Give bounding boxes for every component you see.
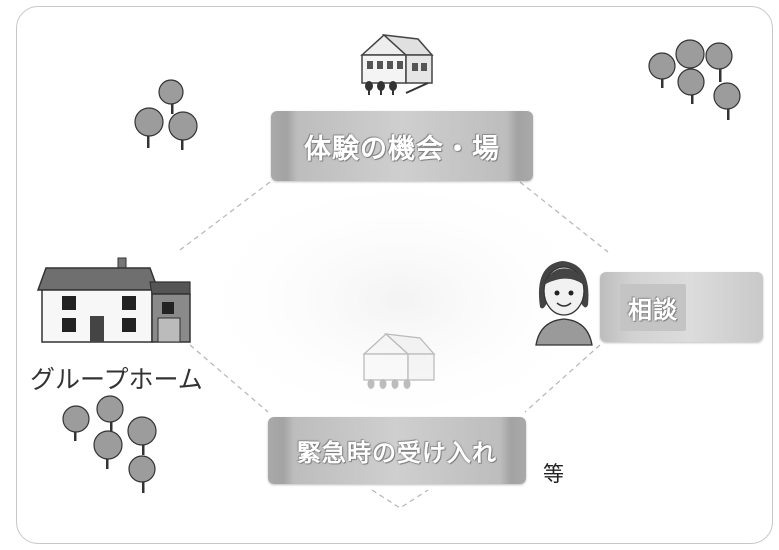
- tree-cluster-icon: [134, 79, 198, 150]
- group-home-house-icon: [36, 257, 191, 343]
- tree-cluster-icon: [62, 395, 157, 493]
- connector-lines: [179, 181, 609, 509]
- experience-node-label: 体験の機会・場: [304, 133, 500, 165]
- emergency-node: 緊急時の受け入れ: [268, 417, 526, 484]
- consultant-avatar-icon: [535, 261, 593, 346]
- connector-consult-emergency: [524, 344, 601, 413]
- connector-bottom-arrow: [371, 489, 429, 509]
- tree-cluster-icon: [648, 39, 741, 120]
- experience-node: 体験の機会・場: [271, 111, 533, 181]
- emergency-node-label: 緊急時の受け入れ: [297, 439, 497, 467]
- consult-node-inner: 相談: [620, 283, 686, 331]
- experience-house-icon: [360, 33, 434, 95]
- connector-experience-consult: [519, 181, 609, 253]
- center-shading: [190, 170, 610, 430]
- consult-node-label: 相談: [628, 295, 678, 324]
- consult-node: 相談: [600, 272, 763, 342]
- etc-label: 等: [543, 462, 564, 486]
- connector-experience-grouphome: [179, 181, 271, 251]
- connector-grouphome-emergency: [189, 344, 269, 413]
- emergency-house-icon: [362, 333, 436, 389]
- group-home-label: グループホーム: [30, 365, 203, 394]
